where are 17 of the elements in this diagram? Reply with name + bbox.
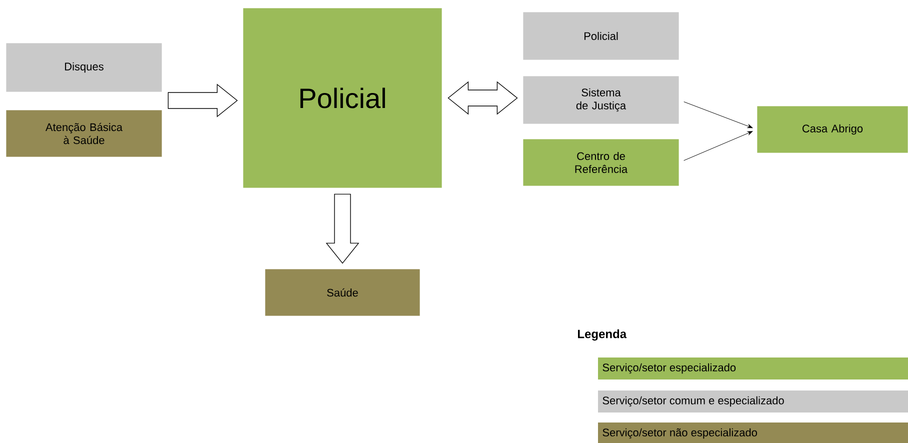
arrow bbox=[684, 131, 753, 161]
legend-item: Serviço/setor comum e especializado bbox=[598, 390, 908, 412]
legend-item: Serviço/setor não especializado bbox=[598, 422, 908, 443]
legend-item: Serviço/setor especializado bbox=[598, 358, 908, 380]
process-box: Atenção Básica à Saúde bbox=[6, 110, 162, 158]
process-box: Disques bbox=[6, 42, 162, 92]
block-arrow bbox=[168, 84, 238, 118]
process-box: Sistema de Justiça bbox=[522, 76, 680, 124]
process-box: Policial bbox=[522, 12, 680, 60]
legend-title: Legenda bbox=[578, 329, 627, 341]
process-box: Centro de Referência bbox=[522, 138, 680, 186]
block-arrow bbox=[326, 194, 360, 264]
process-box: Saúde bbox=[264, 268, 420, 316]
process-box: Casa Abrigo bbox=[756, 106, 908, 154]
block-arrow bbox=[448, 81, 518, 115]
process-box: Policial bbox=[242, 8, 442, 188]
arrow bbox=[684, 102, 753, 128]
